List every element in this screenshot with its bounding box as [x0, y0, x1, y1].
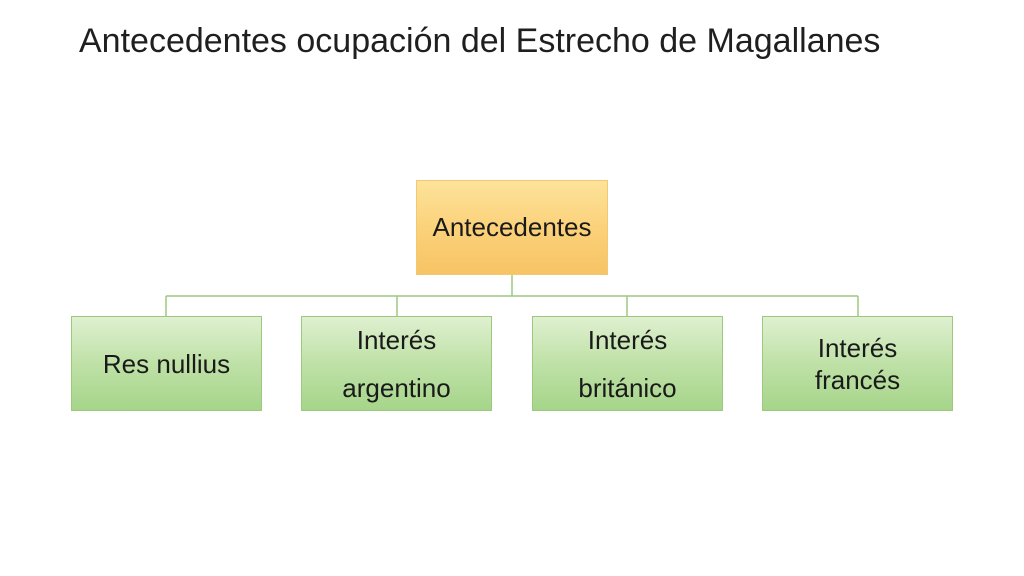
root-node-antecedentes: Antecedentes	[416, 180, 608, 275]
child-node-label-line-1: Interés	[817, 332, 898, 363]
child-node-label-line-2: francés	[814, 364, 901, 395]
child-node-interes-britanico: Interés británico	[532, 316, 723, 411]
child-node-label-line-1: Interés	[356, 324, 437, 355]
child-node-label-line-2: británico	[578, 372, 677, 403]
slide-title: Antecedentes ocupación del Estrecho de M…	[79, 22, 881, 60]
root-node-label: Antecedentes	[432, 212, 592, 242]
child-node-label-line-1: Interés	[587, 324, 668, 355]
child-node-interes-argentino: Interés argentino	[301, 316, 492, 411]
child-node-res-nullius: Res nullius	[71, 316, 262, 411]
child-node-label-line-2: argentino	[342, 372, 451, 403]
child-node-interes-frances: Interés francés	[762, 316, 953, 411]
child-node-label: Res nullius	[102, 348, 231, 379]
